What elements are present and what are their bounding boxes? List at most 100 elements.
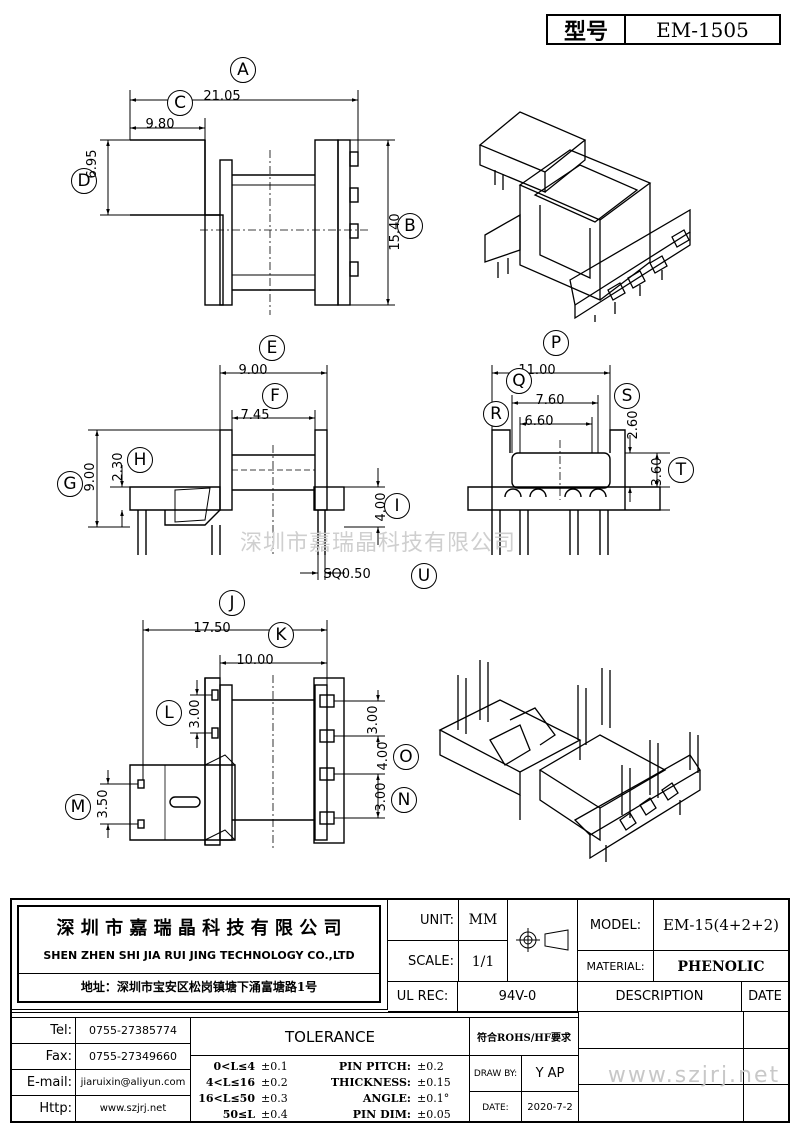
dim-letter-i: I [384, 493, 410, 519]
dim-letter-h: H [127, 447, 153, 473]
ul-rec-label: UL REC: [388, 982, 458, 1012]
model-header-value: EM-1505 [656, 17, 749, 42]
description-header: DESCRIPTION [578, 982, 742, 1012]
dim-letter-t: T [668, 457, 694, 483]
top-view [130, 139, 370, 315]
spec-name: ANGLE: [362, 1091, 411, 1105]
website-watermark: www.szjrj.net [607, 1062, 781, 1088]
description-row-1 [579, 1048, 789, 1049]
spec-tolerance: ±0.2 [417, 1059, 444, 1073]
company-panel: 深 圳 市 嘉 瑞 晶 科 技 有 限 公 司 SHEN ZHEN SHI JI… [12, 900, 388, 1010]
email-label: E-mail: [12, 1070, 76, 1096]
dim-letter-f: F [262, 383, 288, 409]
title-block: 深 圳 市 嘉 瑞 晶 科 技 有 限 公 司 SHEN ZHEN SHI JI… [10, 898, 790, 1123]
isometric-view-bottom [438, 660, 701, 862]
model-header-box: 型号 EM-1505 [546, 14, 781, 45]
spec-tolerance: ±0.1° [417, 1091, 450, 1105]
spec-name: PIN DIM: [352, 1107, 411, 1121]
http-label: Http: [12, 1096, 76, 1121]
projection-symbol-icon [516, 928, 569, 952]
draw-by-label: DRAW BY: [470, 1056, 522, 1092]
description-date-divider [743, 1012, 744, 1123]
dim-value-j: 17.50 [193, 620, 231, 636]
dim-letter-c: C [167, 90, 193, 116]
dim-value-l: 3.00 [187, 699, 203, 729]
dim-value-f: 7.45 [240, 407, 270, 423]
spec-tolerance: ±0.15 [417, 1075, 451, 1089]
dim-letter-p: P [543, 330, 569, 356]
dim-letter-u: U [411, 563, 437, 589]
dim-value-n: 3.00 [373, 782, 389, 812]
spec-tolerance: ±0.05 [417, 1107, 451, 1121]
tolerance-range: 4<L≤16 [205, 1075, 255, 1089]
tolerance-range: 50≤L [222, 1107, 255, 1121]
company-address: 地址：深圳市宝安区松岗镇塘下涌富塘路1号 [19, 973, 379, 998]
dim-value-d: 6.95 [84, 149, 100, 179]
tolerance-value: ±0.2 [261, 1075, 288, 1089]
tel-label: Tel: [12, 1018, 76, 1044]
tolerance-range: 0<L≤4 [213, 1059, 255, 1073]
unit-scale-panel: UNIT: MM SCALE: 1/1 [388, 900, 578, 982]
unit-value: MM [458, 900, 508, 940]
company-inner-box: 深 圳 市 嘉 瑞 晶 科 技 有 限 公 司 SHEN ZHEN SHI JI… [17, 905, 381, 1003]
tolerance-value: ±0.4 [261, 1107, 288, 1121]
dim-value-m: 3.50 [95, 789, 111, 819]
description-area: www.szjrj.net [578, 1012, 789, 1123]
dim-letter-o: O [393, 744, 419, 770]
unit-label: UNIT: [420, 912, 454, 928]
dim-letter-j: J [219, 590, 245, 616]
ul-rec-value: 94V-0 [458, 982, 578, 1012]
model-label: MODEL: [578, 900, 654, 950]
rohs-note: 符合ROHS/HF要求 [470, 1018, 578, 1056]
dim-value-k: 10.00 [236, 652, 274, 668]
material-value: PHENOLIC [654, 950, 788, 982]
isometric-view-top [478, 111, 691, 322]
model-value: EM-15(4+2+2) [663, 916, 779, 934]
date-header: DATE [742, 982, 788, 1012]
dim-value-s: 2.60 [625, 410, 641, 440]
email-value: jiaruixin@aliyun.com [76, 1070, 190, 1096]
dim-letter-e: E [259, 335, 285, 361]
dim-value-r: 6.60 [524, 413, 554, 429]
watermark-text: 深圳市嘉瑞晶科技有限公司 [240, 531, 516, 556]
scale-label: SCALE: [388, 940, 458, 982]
tel-value: 0755-27385774 [76, 1018, 190, 1044]
dim-letter-d: D [71, 168, 97, 194]
dim-value-i: 4.00 [373, 492, 389, 522]
model-material-panel: MODEL: EM-15(4+2+2) MATERIAL: PHENOLIC [578, 900, 788, 982]
contact-top-rule [12, 1012, 578, 1018]
description-row-2 [579, 1084, 789, 1085]
company-name-en: SHEN ZHEN SHI JIA RUI JING TECHNOLOGY CO… [43, 948, 355, 962]
date-label: DATE: [470, 1092, 522, 1123]
dim-value-h: 2.30 [110, 452, 126, 482]
scale-value: 1/1 [458, 940, 508, 982]
dim-letter-s: S [614, 383, 640, 409]
contact-panel: Tel: 0755-27385774 Fax: 0755-27349660 E-… [12, 1018, 190, 1123]
http-value: www.szjrj.net [99, 1103, 167, 1114]
dim-value-t: 3.60 [649, 457, 665, 487]
dim-value-e: 9.00 [238, 362, 268, 378]
dim-letter-n: N [391, 787, 417, 813]
dim-letter-q: Q [506, 368, 532, 394]
tolerance-range: 16<L≤50 [198, 1091, 255, 1105]
dim-letter-l: L [156, 700, 182, 726]
dim-letter-k: K [268, 622, 294, 648]
drawing-canvas: 深圳市嘉瑞晶科技有限公司 [88, 90, 701, 862]
dim-letter-g: G [57, 471, 83, 497]
date-value: 2020-7-2 [527, 1102, 573, 1113]
dim-value-b: 15.40 [387, 213, 403, 251]
company-name-cn: 深 圳 市 嘉 瑞 晶 科 技 有 限 公 司 [56, 918, 342, 939]
dim-value-q: 7.60 [535, 392, 565, 408]
dim-value-u: SQ0.50 [323, 566, 371, 582]
spec-name: THICKNESS: [330, 1075, 411, 1089]
front-view [129, 429, 345, 555]
spec-name: PIN PITCH: [338, 1059, 411, 1073]
tolerance-value: ±0.3 [261, 1091, 288, 1105]
dim-value-g: 9.00 [82, 462, 98, 492]
fax-value: 0755-27349660 [76, 1044, 190, 1070]
material-label: MATERIAL: [578, 950, 654, 982]
fax-label: Fax: [12, 1044, 76, 1070]
dim-value-c: 9.80 [145, 116, 175, 132]
tolerance-title: TOLERANCE [191, 1018, 469, 1056]
